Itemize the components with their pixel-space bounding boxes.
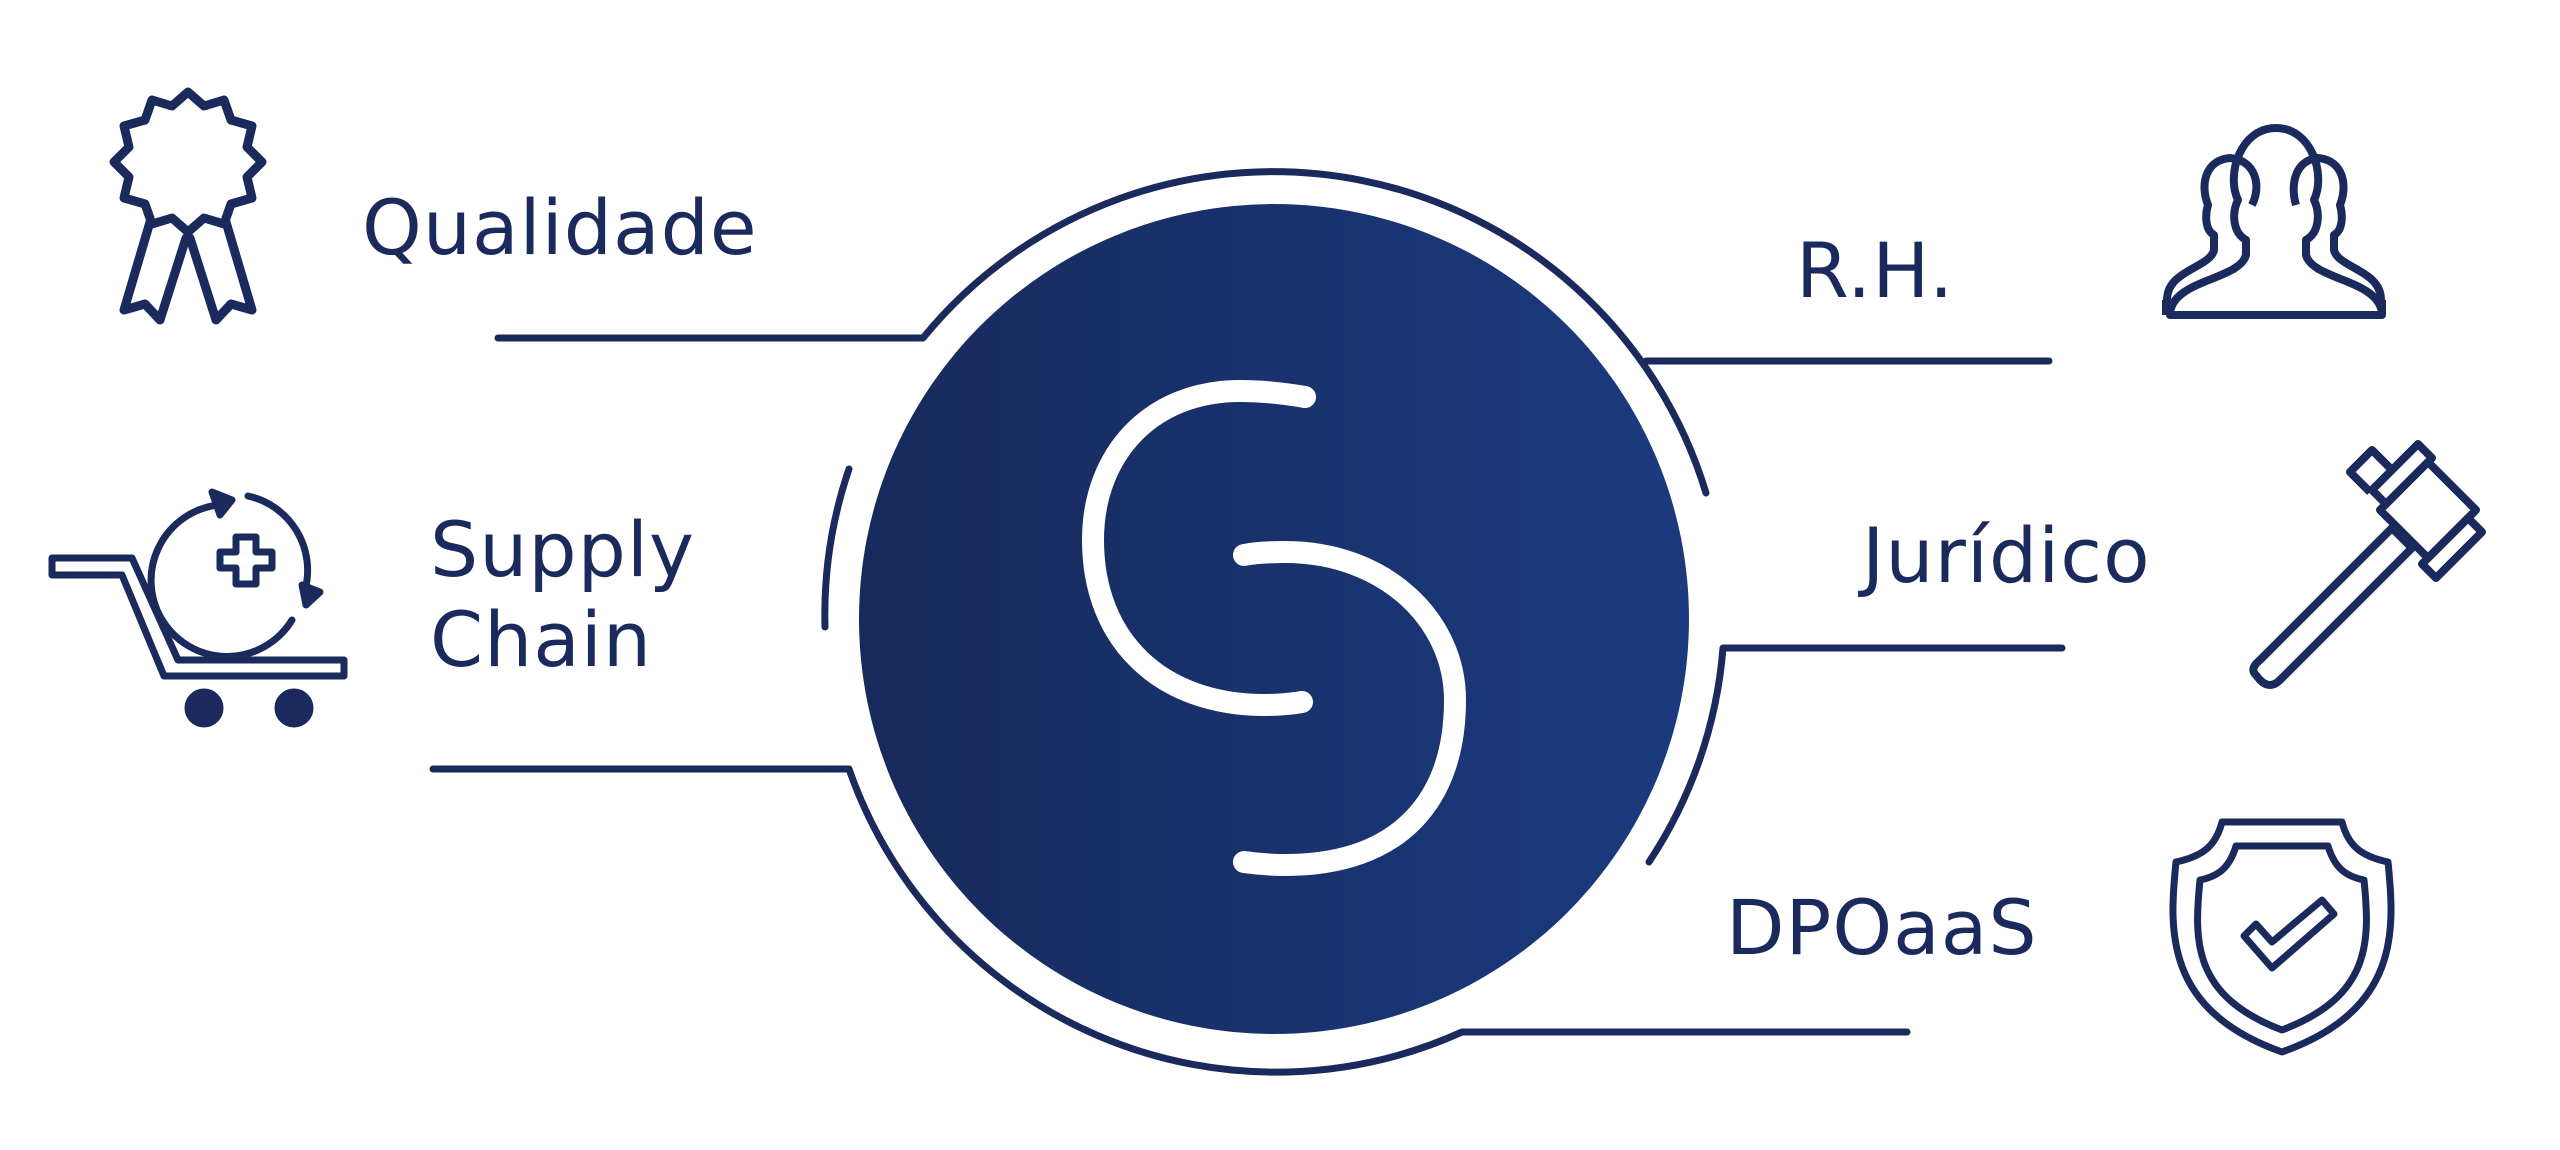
connector-quality-rh — [494, 168, 1710, 497]
center-circle — [859, 204, 1689, 1034]
ring-arc-left — [821, 465, 853, 631]
s-logo-icon — [1081, 379, 1467, 877]
label-quality: Qualidade — [362, 183, 758, 272]
label-legal: Jurídico — [1862, 511, 2151, 600]
label-hr: R.H. — [1796, 226, 1955, 315]
label-supply-line2: Chain — [430, 595, 653, 684]
shield-check-icon — [2169, 818, 2395, 1056]
people-group-icon — [2162, 124, 2386, 319]
cart-medical-cycle-icon — [48, 488, 348, 728]
label-supply-line1: Supply — [430, 505, 695, 594]
connector-supply-dpo — [429, 765, 1911, 1076]
award-ribbon-icon — [109, 87, 267, 325]
gavel-icon — [2249, 440, 2486, 689]
connector-legal — [1645, 644, 2066, 866]
label-dpo: DPOaaS — [1726, 883, 2038, 972]
